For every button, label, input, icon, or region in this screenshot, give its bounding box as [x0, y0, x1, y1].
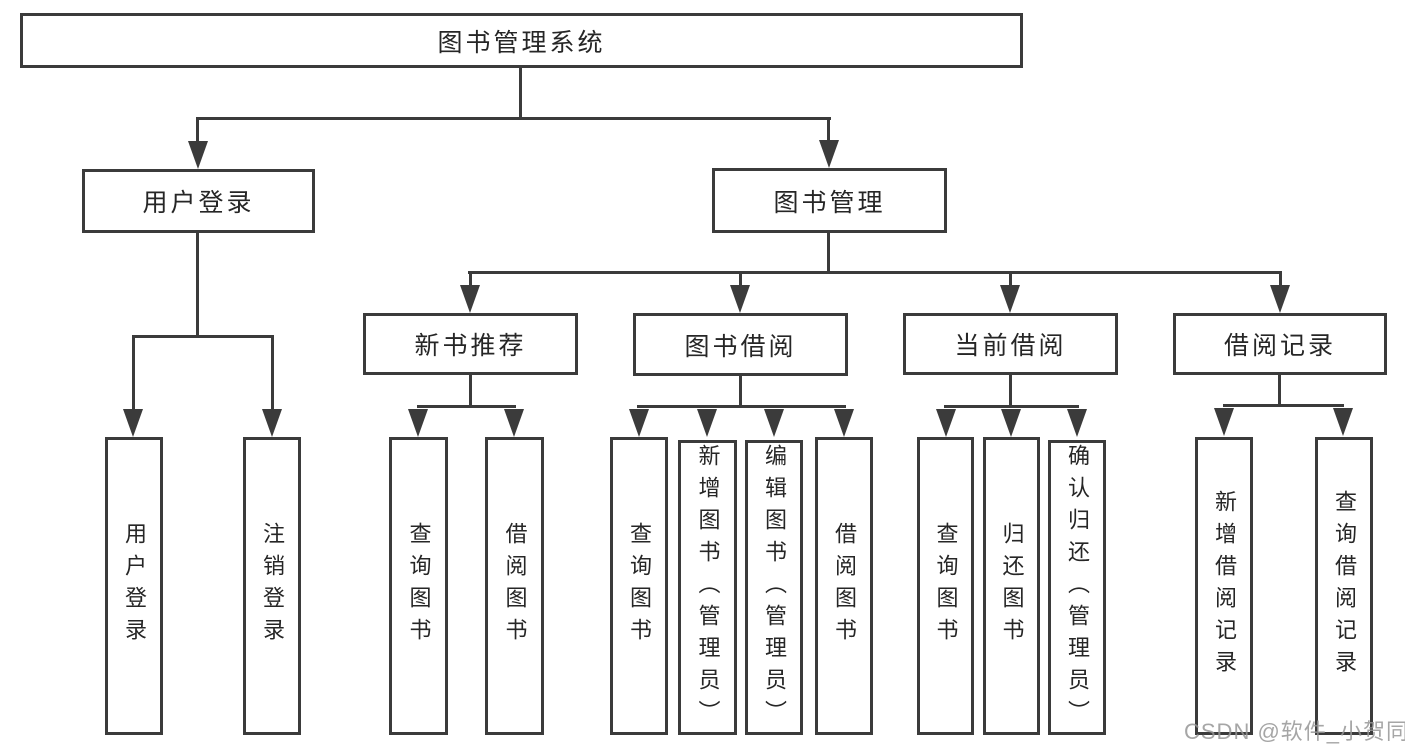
connector-line [1009, 373, 1012, 407]
arrow-down-icon [730, 285, 750, 313]
connector-line [271, 335, 274, 412]
arrow-down-icon [697, 409, 717, 437]
leaf-current-query-books: 查询图书 [917, 437, 974, 735]
leaf-records-add-record: 新增借阅记录 [1195, 437, 1253, 735]
connector-line [468, 271, 1281, 274]
leaf-borrowing-edit-book-admin-label: 编辑图书（管理员） [762, 443, 787, 732]
arrow-down-icon [1001, 409, 1021, 437]
leaf-records-query-record: 查询借阅记录 [1315, 437, 1373, 735]
connector-line [1278, 373, 1281, 406]
connector-line [1223, 404, 1344, 407]
arrow-down-icon [1270, 285, 1290, 313]
arrow-down-icon [262, 409, 282, 437]
node-book-management-label: 图书管理 [773, 188, 886, 217]
arrow-down-icon [764, 409, 784, 437]
connector-line [196, 117, 199, 144]
leaf-user-login: 用户登录 [105, 437, 163, 735]
leaf-current-confirm-return-admin: 确认归还（管理员） [1048, 440, 1106, 735]
leaf-recommend-query-books: 查询图书 [389, 437, 448, 735]
node-root-label: 图书管理系统 [437, 28, 606, 57]
connector-line [132, 335, 274, 338]
leaf-borrowing-borrow-books: 借阅图书 [815, 437, 873, 735]
arrow-down-icon [936, 409, 956, 437]
leaf-recommend-query-books-label: 查询图书 [406, 522, 432, 650]
arrow-down-icon [504, 409, 524, 437]
node-current-borrowing: 当前借阅 [903, 313, 1118, 375]
node-new-book-recommend: 新书推荐 [363, 313, 578, 375]
arrow-down-icon [1000, 285, 1020, 313]
arrow-down-icon [1333, 408, 1353, 436]
node-borrow-records-label: 借阅记录 [1223, 332, 1336, 360]
leaf-records-add-record-label: 新增借阅记录 [1212, 490, 1237, 682]
leaf-logout: 注销登录 [243, 437, 301, 735]
connector-line [469, 271, 472, 287]
connector-line [196, 117, 831, 120]
leaf-borrowing-edit-book-admin: 编辑图书（管理员） [745, 440, 803, 735]
leaf-logout-label: 注销登录 [260, 522, 285, 650]
arrow-down-icon [188, 141, 208, 169]
connector-line [196, 231, 199, 337]
connector-line [132, 335, 135, 412]
connector-line [637, 405, 846, 408]
leaf-borrowing-add-book-admin: 新增图书（管理员） [678, 440, 737, 735]
leaf-recommend-borrow-books-label: 借阅图书 [502, 522, 528, 650]
node-book-borrowing: 图书借阅 [633, 313, 848, 376]
leaf-current-confirm-return-admin-label: 确认归还（管理员） [1065, 443, 1090, 732]
arrow-down-icon [408, 409, 428, 437]
csdn-watermark: CSDN @软件_小贺同学 [1184, 719, 1405, 744]
node-current-borrowing-label: 当前借阅 [954, 332, 1067, 360]
connector-line [944, 405, 1079, 408]
arrow-down-icon [1067, 409, 1087, 437]
leaf-user-login-label: 用户登录 [122, 522, 147, 650]
leaf-current-return-books: 归还图书 [983, 437, 1040, 735]
leaf-borrowing-borrow-books-label: 借阅图书 [832, 522, 857, 650]
connector-line [469, 373, 472, 407]
connector-line [739, 374, 742, 407]
connector-line [739, 271, 742, 287]
connector-line [1009, 271, 1012, 287]
leaf-current-return-books-label: 归还图书 [999, 522, 1025, 650]
node-user-login-label: 用户登录 [142, 189, 255, 217]
connector-line [1279, 271, 1282, 287]
arrow-down-icon [1214, 408, 1234, 436]
leaf-borrowing-query-books: 查询图书 [610, 437, 668, 735]
node-root: 图书管理系统 [20, 13, 1023, 68]
connector-line [827, 231, 830, 273]
arrow-down-icon [123, 409, 143, 437]
arrow-down-icon [629, 409, 649, 437]
arrow-down-icon [834, 409, 854, 437]
node-book-borrowing-label: 图书借阅 [684, 332, 797, 361]
node-new-book-recommend-label: 新书推荐 [414, 332, 527, 360]
leaf-current-query-books-label: 查询图书 [933, 522, 959, 650]
connector-line [417, 405, 516, 408]
connector-line [827, 117, 830, 143]
node-user-login: 用户登录 [82, 169, 315, 233]
leaf-borrowing-add-book-admin-label: 新增图书（管理员） [695, 443, 721, 732]
leaf-records-query-record-label: 查询借阅记录 [1332, 490, 1357, 682]
node-book-management: 图书管理 [712, 168, 947, 233]
leaf-recommend-borrow-books: 借阅图书 [485, 437, 544, 735]
leaf-borrowing-query-books-label: 查询图书 [627, 522, 652, 650]
connector-line [519, 66, 522, 119]
arrow-down-icon [460, 285, 480, 313]
node-borrow-records: 借阅记录 [1173, 313, 1387, 375]
arrow-down-icon [819, 140, 839, 168]
